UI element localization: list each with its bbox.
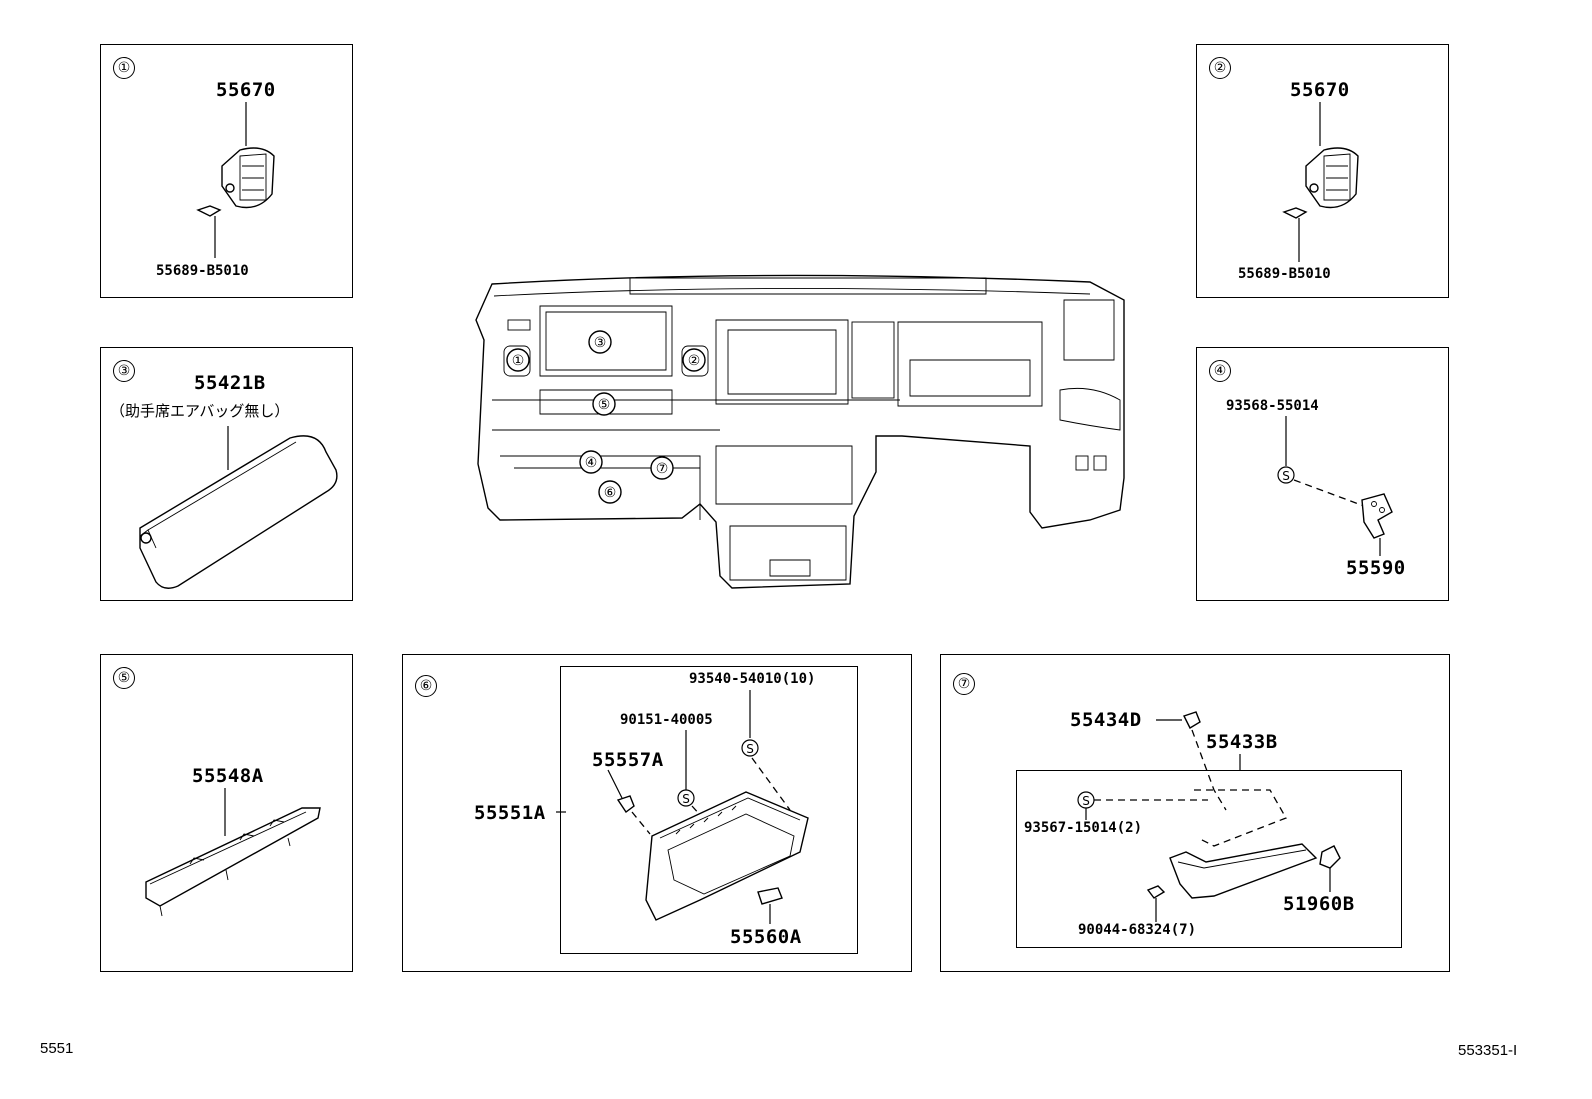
- dash-callout-5: ⑤: [598, 397, 611, 413]
- part-55548a: 55548A: [192, 765, 264, 787]
- dash-callout-4: ④: [585, 455, 598, 471]
- panel-4-bracket: ④: [1196, 347, 1449, 601]
- part-55689-b5010-left: 55689-B5010: [156, 263, 249, 279]
- part-93540-54010: 93540-54010(10): [689, 671, 816, 687]
- part-55560a: 55560A: [730, 926, 802, 948]
- callout-6: ⑥: [415, 675, 437, 697]
- air-vent-left-drawing: [196, 102, 275, 258]
- note-no-passenger-airbag: （助手席エアバッグ無し）: [110, 402, 290, 420]
- s-symbol-p7: S: [1082, 794, 1090, 808]
- glove-box-drawing: S S: [556, 690, 809, 924]
- page-code: 5551: [40, 1040, 74, 1057]
- dash-callout-2: ②: [688, 353, 701, 369]
- part-93568-55014: 93568-55014: [1226, 398, 1319, 414]
- s-symbol-p6b: S: [682, 792, 690, 806]
- part-55670-right: 55670: [1290, 79, 1350, 101]
- airbag-cover-drawing: [139, 426, 338, 589]
- bracket-drawing: S: [1277, 416, 1393, 556]
- dash-callout-1: ①: [512, 353, 525, 369]
- s-symbol-p6a: S: [746, 742, 754, 756]
- part-55590: 55590: [1346, 557, 1406, 579]
- dash-callout-3: ③: [594, 335, 607, 351]
- part-93567-15014: 93567-15014(2): [1024, 820, 1143, 836]
- knee-panel-drawing: S: [1077, 711, 1341, 922]
- part-55434d: 55434D: [1070, 709, 1142, 731]
- part-51960b: 51960B: [1283, 893, 1355, 915]
- air-vent-right-drawing: [1282, 102, 1359, 262]
- callout-1: ①: [113, 57, 135, 79]
- s-symbol-p4: S: [1282, 469, 1290, 483]
- illustration-code: 553351-I: [1458, 1042, 1518, 1059]
- part-90044-68324: 90044-68324(7): [1078, 922, 1197, 938]
- dashboard-overview-drawing: ① ② ③ ④ ⑤ ⑥ ⑦: [475, 274, 1125, 589]
- part-55689-b5010-right: 55689-B5010: [1238, 266, 1331, 282]
- dash-callout-6: ⑥: [604, 485, 617, 501]
- callout-2: ②: [1209, 57, 1231, 79]
- lower-panel-drawing: [145, 788, 321, 917]
- callout-5: ⑤: [113, 667, 135, 689]
- part-90151-40005: 90151-40005: [620, 712, 713, 728]
- part-55670-left: 55670: [216, 79, 276, 101]
- part-55433b: 55433B: [1206, 731, 1278, 753]
- panel-6-inner-box: [560, 666, 858, 954]
- part-55557a: 55557A: [592, 749, 664, 771]
- panel-7-knee-panel: ⑦: [940, 654, 1450, 972]
- part-55551a: 55551A: [474, 802, 546, 824]
- callout-4: ④: [1209, 360, 1231, 382]
- callout-3: ③: [113, 360, 135, 382]
- callout-7: ⑦: [953, 673, 975, 695]
- part-55421b: 55421B: [194, 372, 266, 394]
- panel-7-inner-box: [1016, 770, 1402, 948]
- dash-callout-7: ⑦: [656, 461, 669, 477]
